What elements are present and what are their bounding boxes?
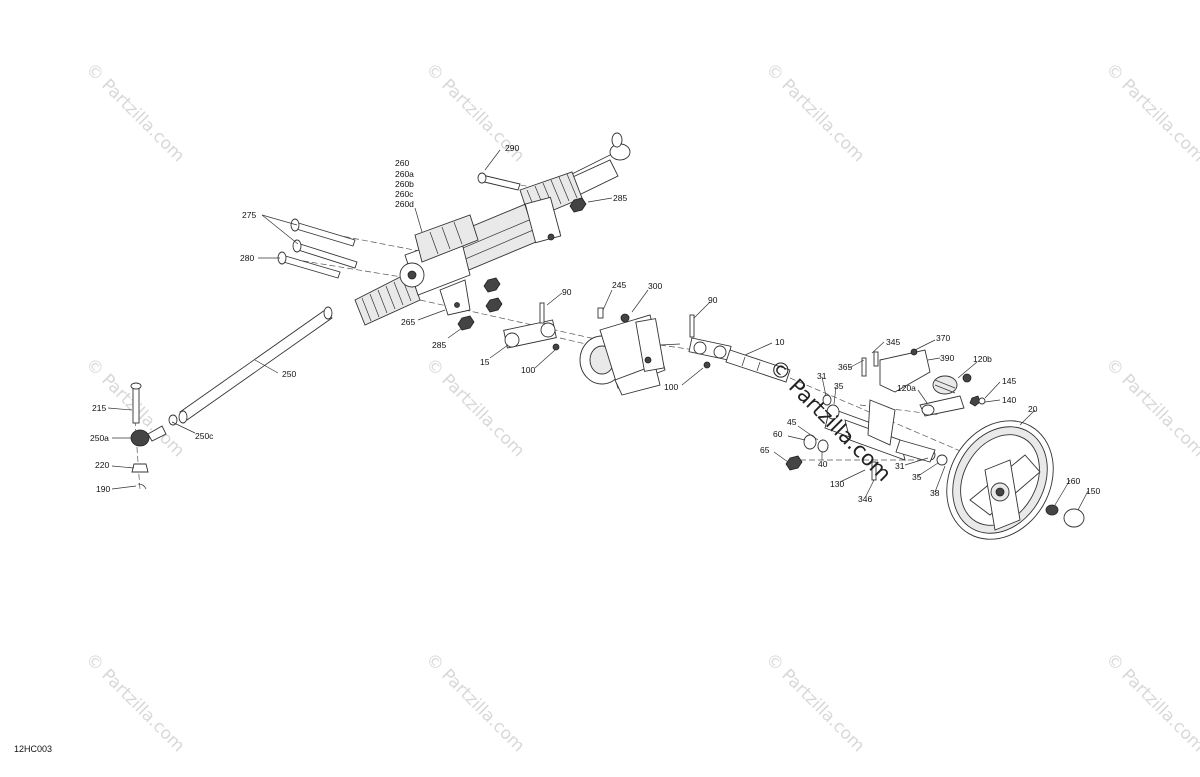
label-220: 220: [95, 460, 109, 470]
label-150: 150: [1086, 486, 1100, 496]
watermark-1: © Partzilla.com: [81, 59, 188, 166]
label-38: 38: [930, 488, 940, 498]
label-100-left: 100: [521, 365, 535, 375]
label-120a: 120a: [897, 383, 916, 393]
label-290: 290: [505, 143, 519, 153]
steering-wheel: [946, 420, 1085, 540]
watermark-4: © Partzilla.com: [1101, 59, 1200, 166]
label-90-right: 90: [708, 295, 718, 305]
label-285-bottom: 285: [432, 340, 446, 350]
label-370: 370: [936, 333, 950, 343]
label-245: 245: [612, 280, 626, 290]
steering-rack: [354, 132, 631, 326]
mounting-bolts: [277, 172, 521, 279]
label-40: 40: [818, 459, 828, 469]
tilt-mechanism: [873, 348, 986, 417]
label-345: 345: [886, 337, 900, 347]
power-steering-unit: [579, 307, 681, 396]
label-260b: 260b: [395, 179, 414, 189]
label-390: 390: [940, 353, 954, 363]
watermark-11: © Partzilla.com: [1101, 649, 1200, 756]
label-10: 10: [775, 337, 785, 347]
label-250a: 250a: [90, 433, 109, 443]
label-190: 190: [96, 484, 110, 494]
nuts: [457, 197, 587, 331]
label-145: 145: [1002, 376, 1016, 386]
label-31-top: 31: [817, 371, 827, 381]
label-300: 300: [648, 281, 662, 291]
label-31-bottom: 31: [895, 461, 905, 471]
watermark-9: © Partzilla.com: [421, 649, 528, 756]
label-365: 365: [838, 362, 852, 372]
label-275: 275: [242, 210, 256, 220]
label-45: 45: [787, 417, 797, 427]
tie-rod: [168, 306, 333, 426]
label-35-top: 35: [834, 381, 844, 391]
label-215: 215: [92, 403, 106, 413]
label-15: 15: [480, 357, 490, 367]
watermark-3: © Partzilla.com: [761, 59, 868, 166]
watermark-8: © Partzilla.com: [81, 649, 188, 756]
label-346: 346: [858, 494, 872, 504]
tie-rod-end: [130, 382, 167, 490]
leader-lines: [107, 149, 1089, 511]
label-130: 130: [830, 479, 844, 489]
label-90-left: 90: [562, 287, 572, 297]
label-20: 20: [1028, 404, 1038, 414]
label-285-top: 285: [613, 193, 627, 203]
label-260c: 260c: [395, 189, 414, 199]
label-100-right: 100: [664, 382, 678, 392]
label-120b: 120b: [973, 354, 992, 364]
label-265: 265: [401, 317, 415, 327]
label-260d: 260d: [395, 199, 414, 209]
label-260: 260: [395, 158, 409, 168]
label-260a: 260a: [395, 169, 414, 179]
label-160: 160: [1066, 476, 1080, 486]
label-35-bottom: 35: [912, 472, 922, 482]
label-140: 140: [1002, 395, 1016, 405]
diagram-code: 12HC003: [14, 744, 52, 754]
label-65: 65: [760, 445, 770, 455]
callout-labels: 290 260 260a 260b 260c 260d 285 275 280 …: [90, 143, 1100, 504]
label-250c: 250c: [195, 431, 214, 441]
watermark-7: © Partzilla.com: [1101, 354, 1200, 461]
label-60: 60: [773, 429, 783, 439]
label-250: 250: [282, 369, 296, 379]
watermark-10: © Partzilla.com: [761, 649, 868, 756]
universal-joint: [503, 302, 560, 351]
label-280: 280: [240, 253, 254, 263]
watermark-6: © Partzilla.com: [421, 354, 528, 461]
intermediate-shaft: [688, 314, 791, 383]
